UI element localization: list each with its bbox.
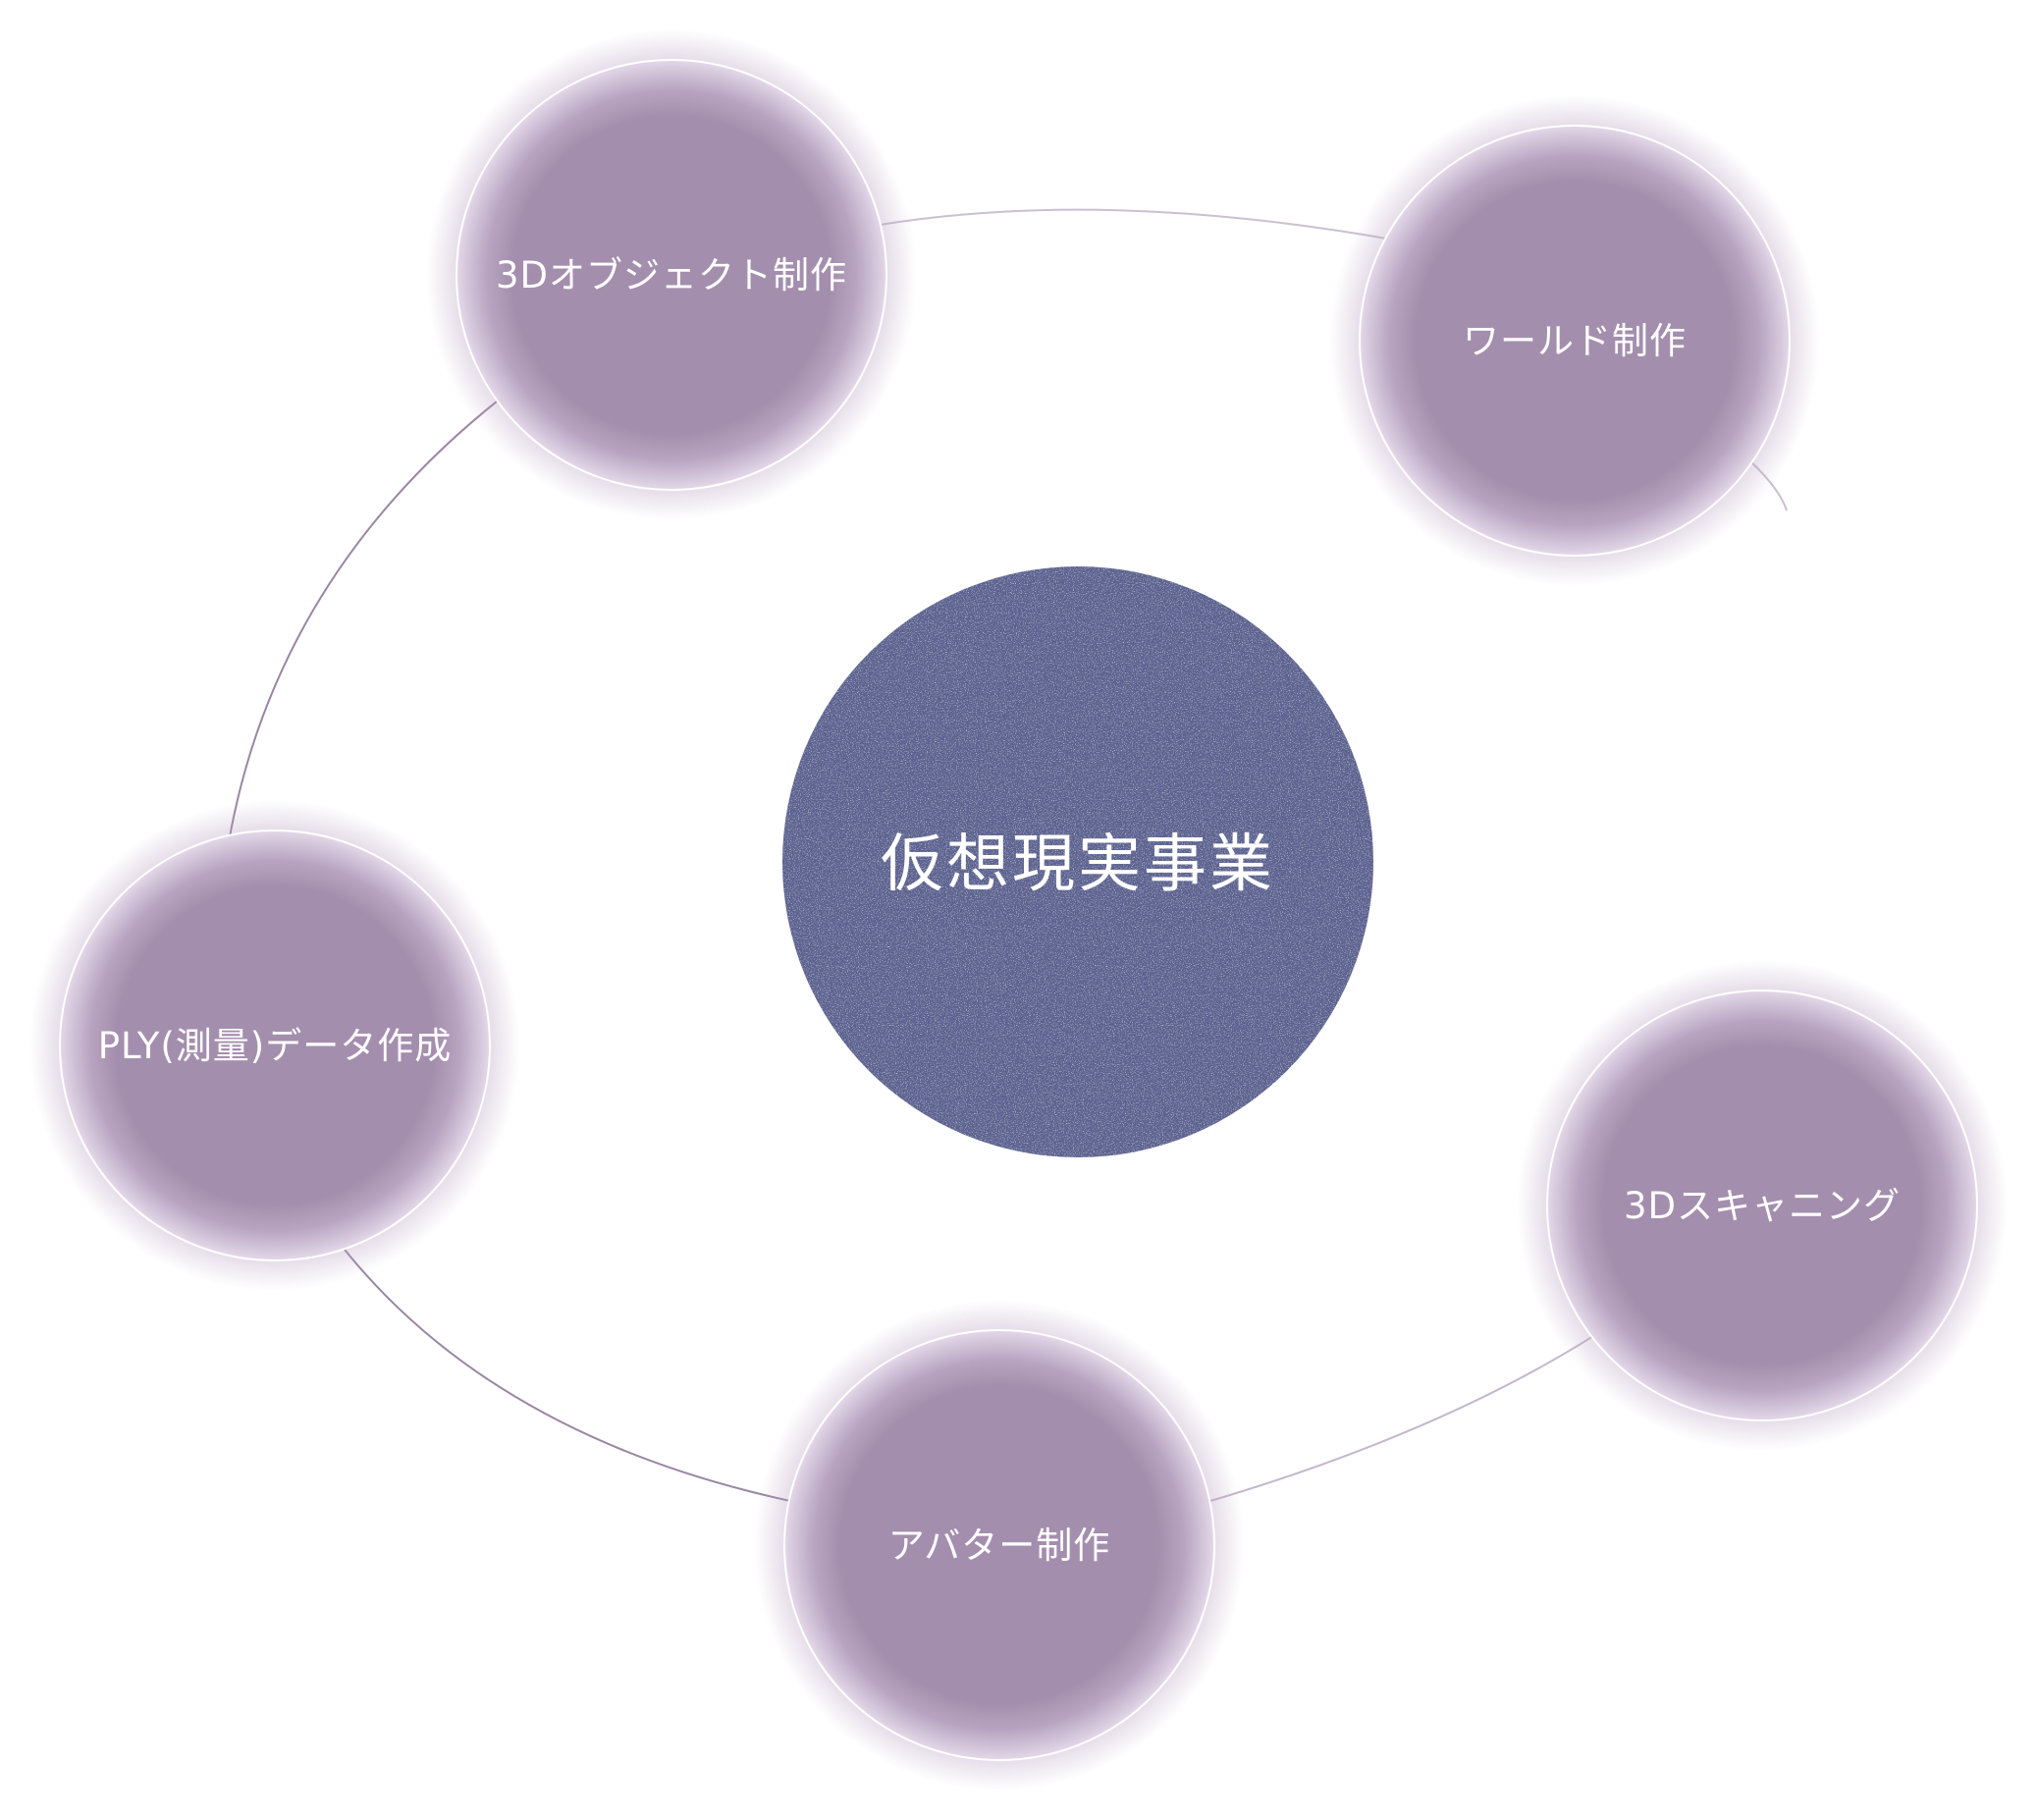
orbit-line-ply-to-3d-object bbox=[223, 375, 531, 875]
node-3d-object: 3Dオブジェクト制作 bbox=[426, 29, 917, 520]
node-label: PLY(測量)データ作成 bbox=[98, 1025, 452, 1067]
center-circle bbox=[782, 566, 1373, 1157]
node-circle bbox=[59, 830, 491, 1261]
center-node: 仮想現実事業 bbox=[782, 566, 1373, 1157]
orbit-line-3d-object-to-world bbox=[873, 208, 1415, 244]
orbit-line-scanning-to-avatar bbox=[1172, 1314, 1626, 1513]
node-circle bbox=[1359, 125, 1791, 557]
center-label: 仮想現実事業 bbox=[881, 829, 1275, 901]
node-circle bbox=[783, 1329, 1215, 1761]
node-ply-data: PLY(測量)データ作成 bbox=[29, 800, 520, 1291]
node-world: ワールド制作 bbox=[1329, 95, 1820, 586]
node-circle bbox=[456, 59, 887, 491]
node-circle bbox=[1546, 990, 1978, 1421]
node-3d-scanning: 3Dスキャニング bbox=[1517, 960, 2008, 1451]
node-label: 3Dスキャニング bbox=[1624, 1185, 1901, 1227]
node-label: ワールド制作 bbox=[1463, 320, 1687, 362]
node-label: 3Dオブジェクト制作 bbox=[496, 254, 847, 296]
node-label: アバター制作 bbox=[888, 1525, 1111, 1567]
node-avatar: アバター制作 bbox=[754, 1300, 1245, 1791]
